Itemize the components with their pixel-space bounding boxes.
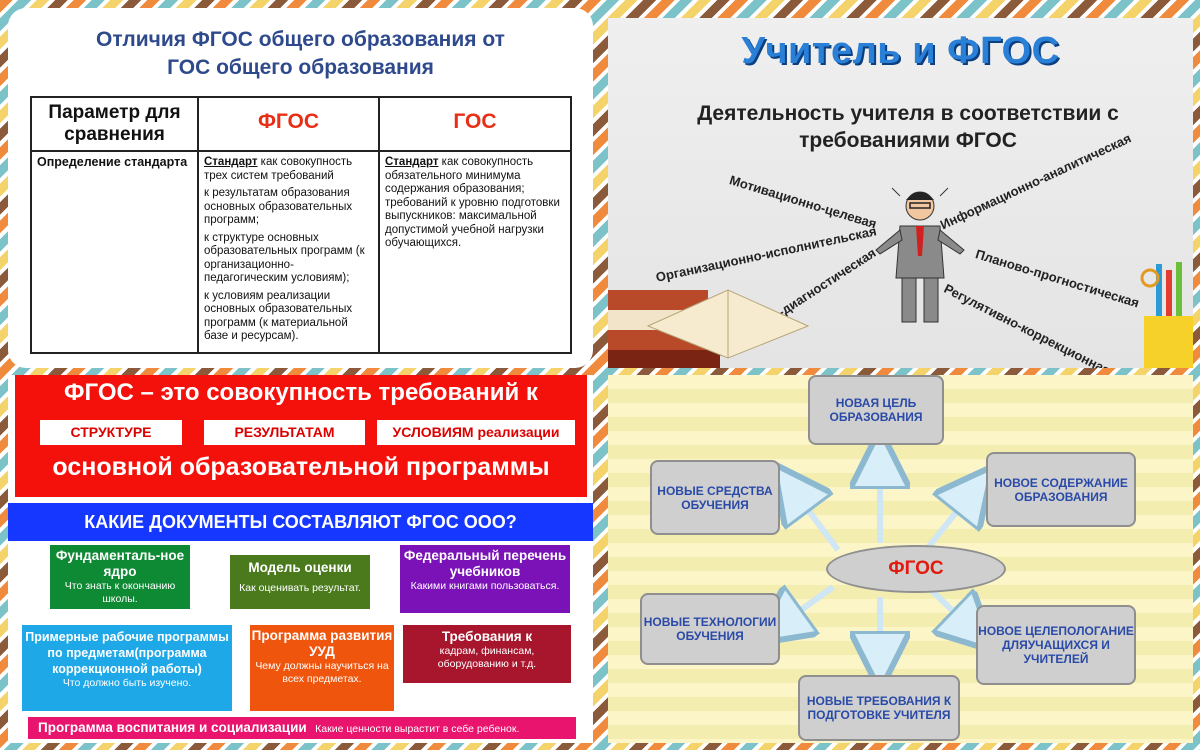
node-content: НОВОЕ СОДЕРЖАНИЕ ОБРАЗОВАНИЯ xyxy=(986,452,1136,527)
label-motiv: Мотивационно-целевая xyxy=(727,172,879,232)
diagram-arrows xyxy=(608,375,1193,743)
card-model: Модель оценки Как оценивать результат. xyxy=(230,555,370,609)
documents-question: КАКИЕ ДОКУМЕНТЫ СОСТАВЛЯЮТ ФГОС ООО? xyxy=(8,503,593,541)
fgos-requirements-panel: ФГОС – это совокупность требований к СТР… xyxy=(8,375,593,743)
teacher-title: Учитель и ФГОС xyxy=(741,30,1060,72)
card-programs: Примерные рабочие программы по предметам… xyxy=(22,625,232,711)
label-plan: Планово-прогностическая xyxy=(973,246,1141,311)
node-goal: НОВАЯ ЦЕЛЬ ОБРАЗОВАНИЯ xyxy=(808,375,944,445)
comparison-table: Параметр для сравнения ФГОС ГОС Определе… xyxy=(30,96,572,354)
comparison-title: Отличия ФГОС общего образования от ГОС о… xyxy=(96,28,505,79)
fgos-diagram-panel: НОВАЯ ЦЕЛЬ ОБРАЗОВАНИЯ НОВЫЕ СРЕДСТВА ОБ… xyxy=(608,375,1193,743)
teacher-subtitle: Деятельность учителя в соответствии с тр… xyxy=(697,102,1119,152)
card-req: Требования к кадрам, финансам, оборудова… xyxy=(403,625,571,683)
node-technologies: НОВЫЕ ТЕХНОЛОГИИ ОБУЧЕНИЯ xyxy=(640,593,780,665)
comparison-table-panel: Отличия ФГОС общего образования от ГОС о… xyxy=(8,8,593,368)
header-fgos: ФГОС xyxy=(197,96,380,152)
fgos-cell: Стандарт как совокупность трех систем тр… xyxy=(197,150,380,354)
books-icon xyxy=(608,289,810,368)
card-federal: Федеральный перечень учебников Какими кн… xyxy=(400,545,570,613)
header-param: Параметр для сравнения xyxy=(30,96,199,152)
requirements-header: ФГОС – это совокупность требований к xyxy=(64,379,538,406)
teacher-fgos-panel: Учитель и ФГОС Деятельность учителя в со… xyxy=(608,18,1193,368)
diagram-center: ФГОС xyxy=(826,545,1006,593)
node-means: НОВЫЕ СРЕДСТВА ОБУЧЕНИЯ xyxy=(650,460,780,535)
row-label: Определение стандарта xyxy=(30,150,199,354)
node-teacher-training: НОВЫЕ ТРЕБОВАНИЯ К ПОДГОТОВКЕ УЧИТЕЛЯ xyxy=(798,675,960,741)
card-upbr: Программа воспитания и социализации Каки… xyxy=(28,717,576,739)
header-gos: ГОС xyxy=(378,96,572,152)
box-results: РЕЗУЛЬТАТАМ xyxy=(204,420,365,445)
card-uud: Программа развития УУД Чему должны научи… xyxy=(250,625,394,711)
box-conditions: УСЛОВИЯМ реализации xyxy=(377,420,575,445)
card-core: Фундаменталь-ное ядро Что знать к оконча… xyxy=(50,545,190,609)
red-banner: ФГОС – это совокупность требований к СТР… xyxy=(15,375,587,497)
node-goal-setting: НОВОЕ ЦЕЛЕПОЛОГАНИЕ ДЛЯУЧАЩИХСЯ И УЧИТЕЛ… xyxy=(976,605,1136,685)
box-structure: СТРУКТУРЕ xyxy=(40,420,182,445)
gos-cell: Стандарт как совокупность обязательного … xyxy=(378,150,572,354)
pencil-cup-icon xyxy=(1140,262,1193,368)
requirements-footer: основной образовательной программы xyxy=(52,453,550,481)
teacher-figure-icon xyxy=(875,187,965,323)
